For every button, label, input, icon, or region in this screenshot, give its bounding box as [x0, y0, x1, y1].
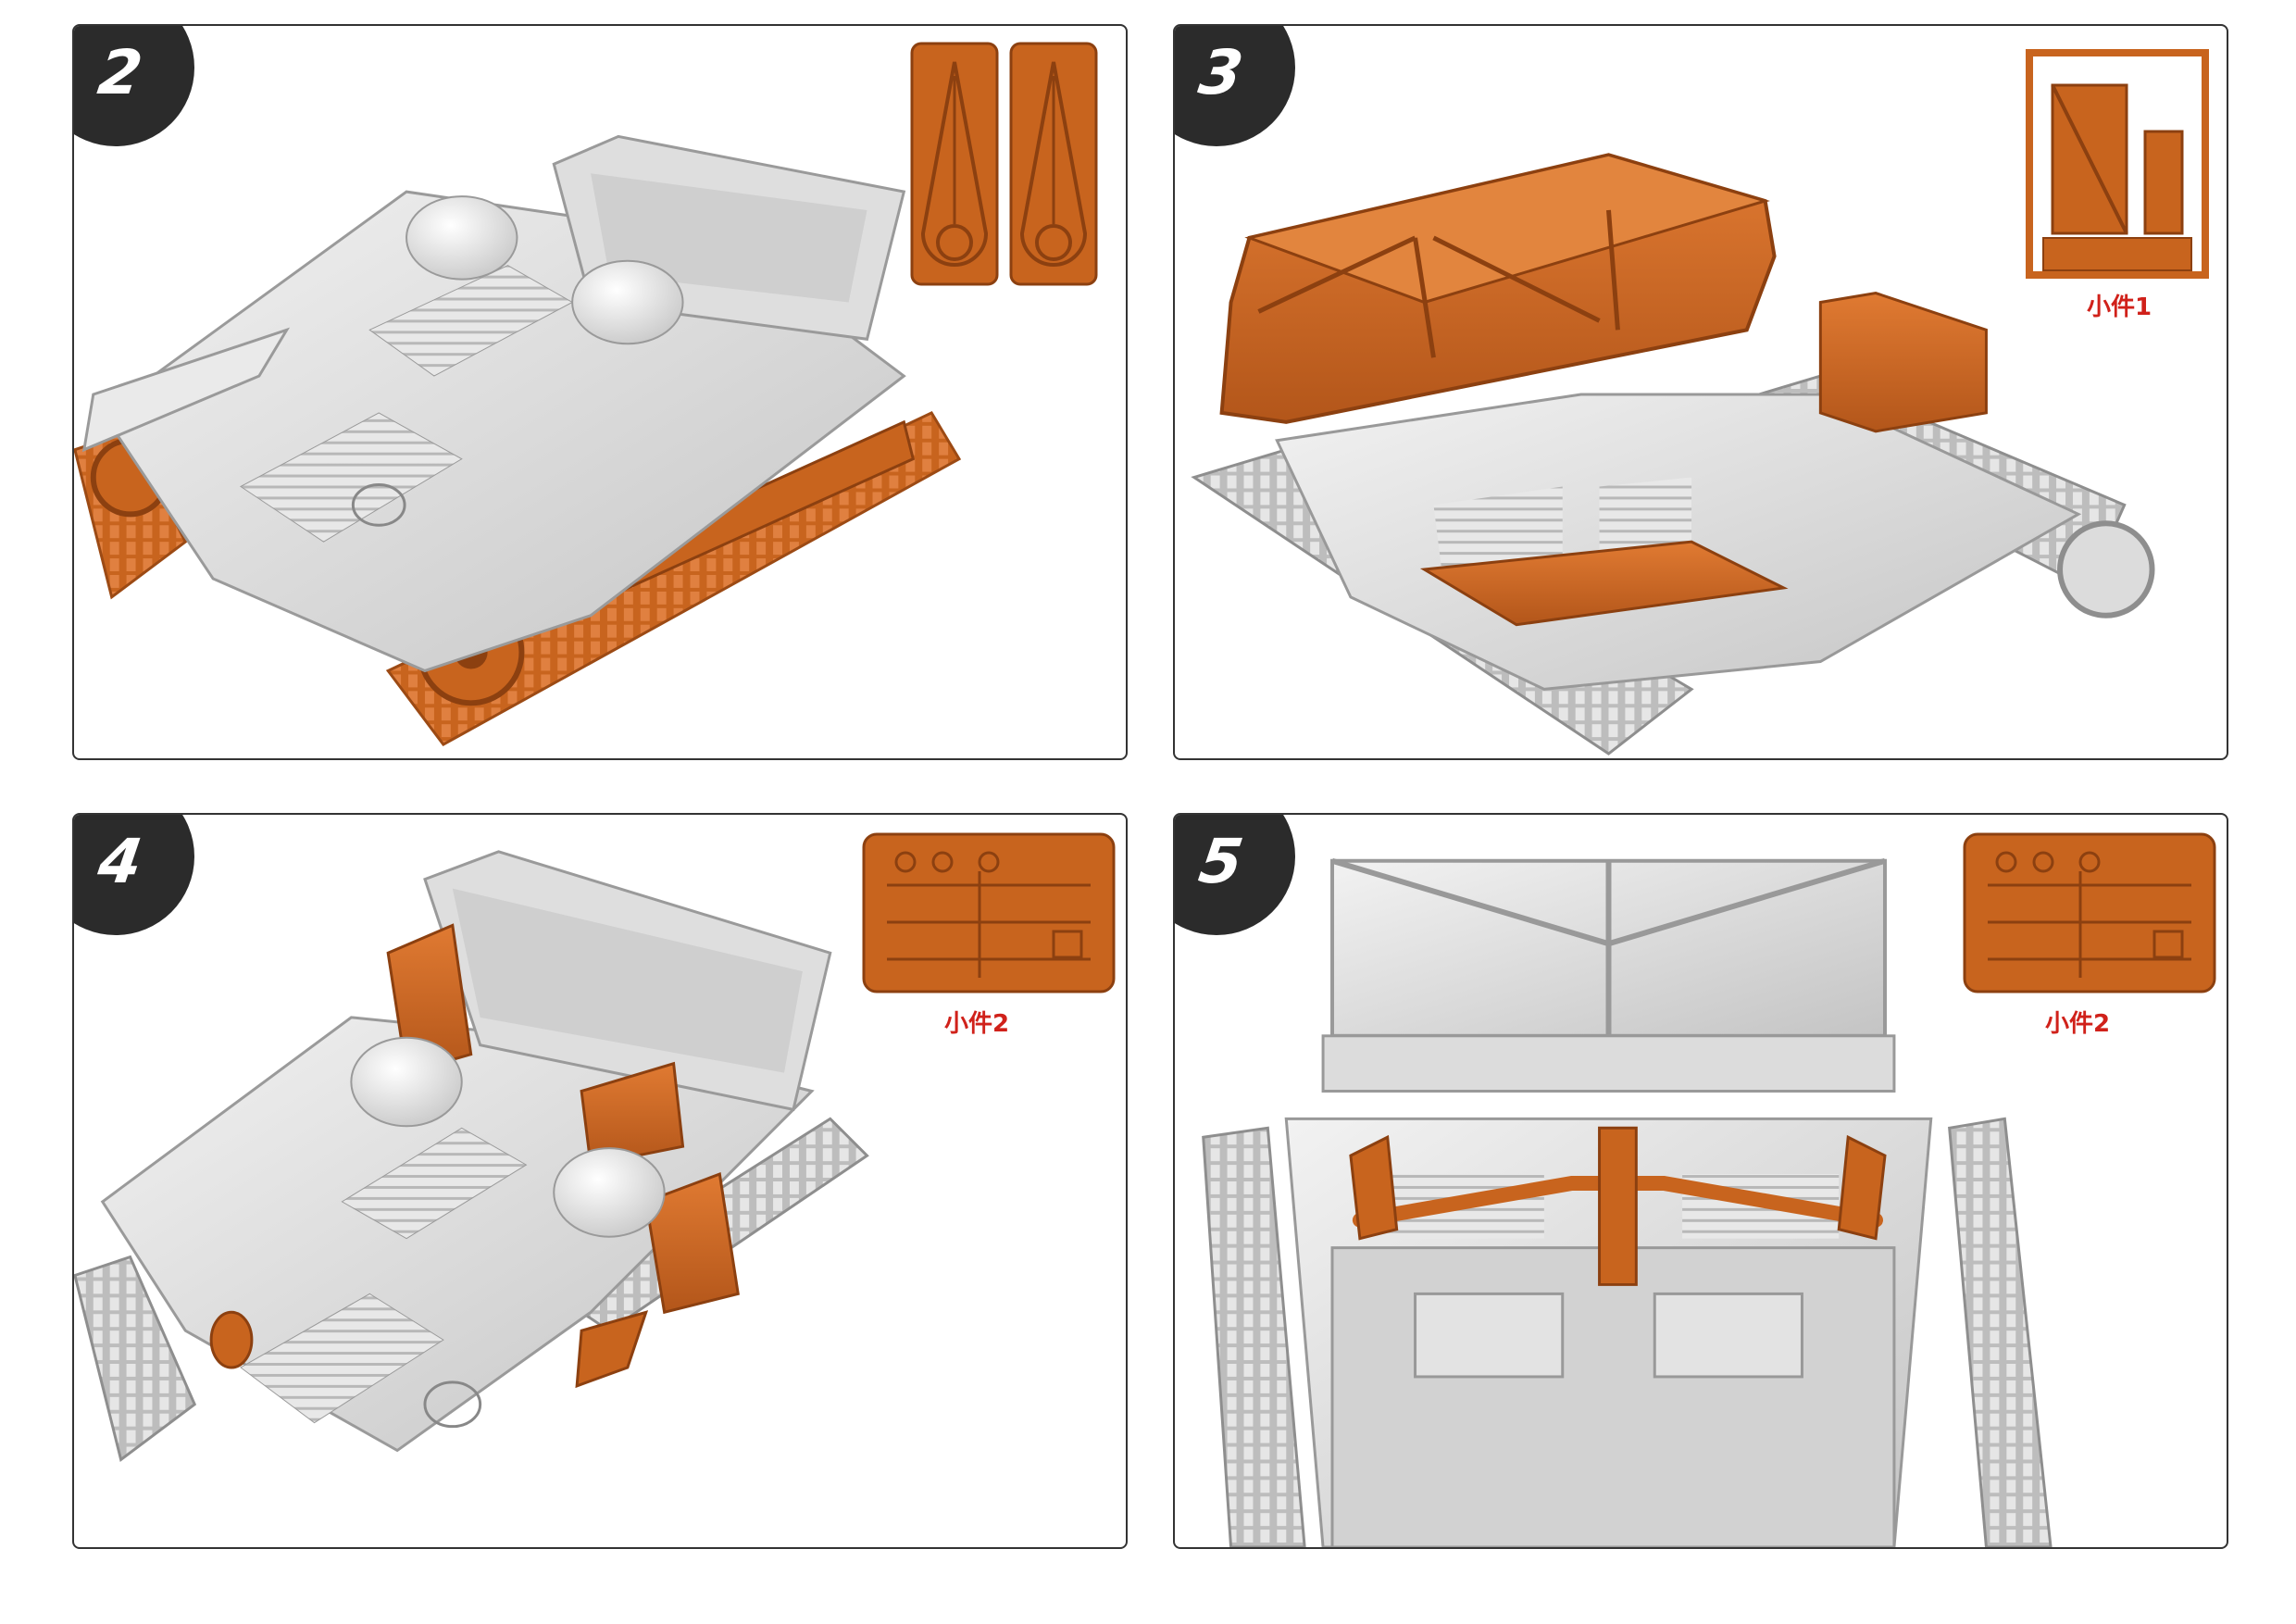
vehicle-render	[1202, 857, 2053, 1547]
vehicle-render	[1191, 153, 2155, 756]
small-parts-sprue-image	[1963, 832, 2216, 993]
step-panel-4: 4 小件2	[72, 813, 1128, 1549]
step-number: 3	[1194, 36, 1248, 108]
step-number: 4	[94, 825, 147, 897]
step-number: 5	[1194, 825, 1248, 897]
step-number: 2	[94, 36, 147, 108]
sprue-label: 小件2	[2045, 1010, 2111, 1038]
step-panel-2: 2	[72, 24, 1128, 760]
step-panel-3: 3 小件1	[1173, 24, 2228, 760]
vehicle-render	[74, 850, 869, 1463]
vehicle-render	[74, 134, 962, 747]
track-sprue-image	[910, 42, 1098, 286]
sprue-label: 小件1	[2087, 294, 2152, 321]
small-parts-sprue-image	[862, 832, 1116, 993]
step-panel-5: 5 小件2	[1173, 813, 2228, 1549]
box-sprue-image	[2026, 49, 2209, 279]
sprue-label: 小件2	[944, 1010, 1010, 1038]
